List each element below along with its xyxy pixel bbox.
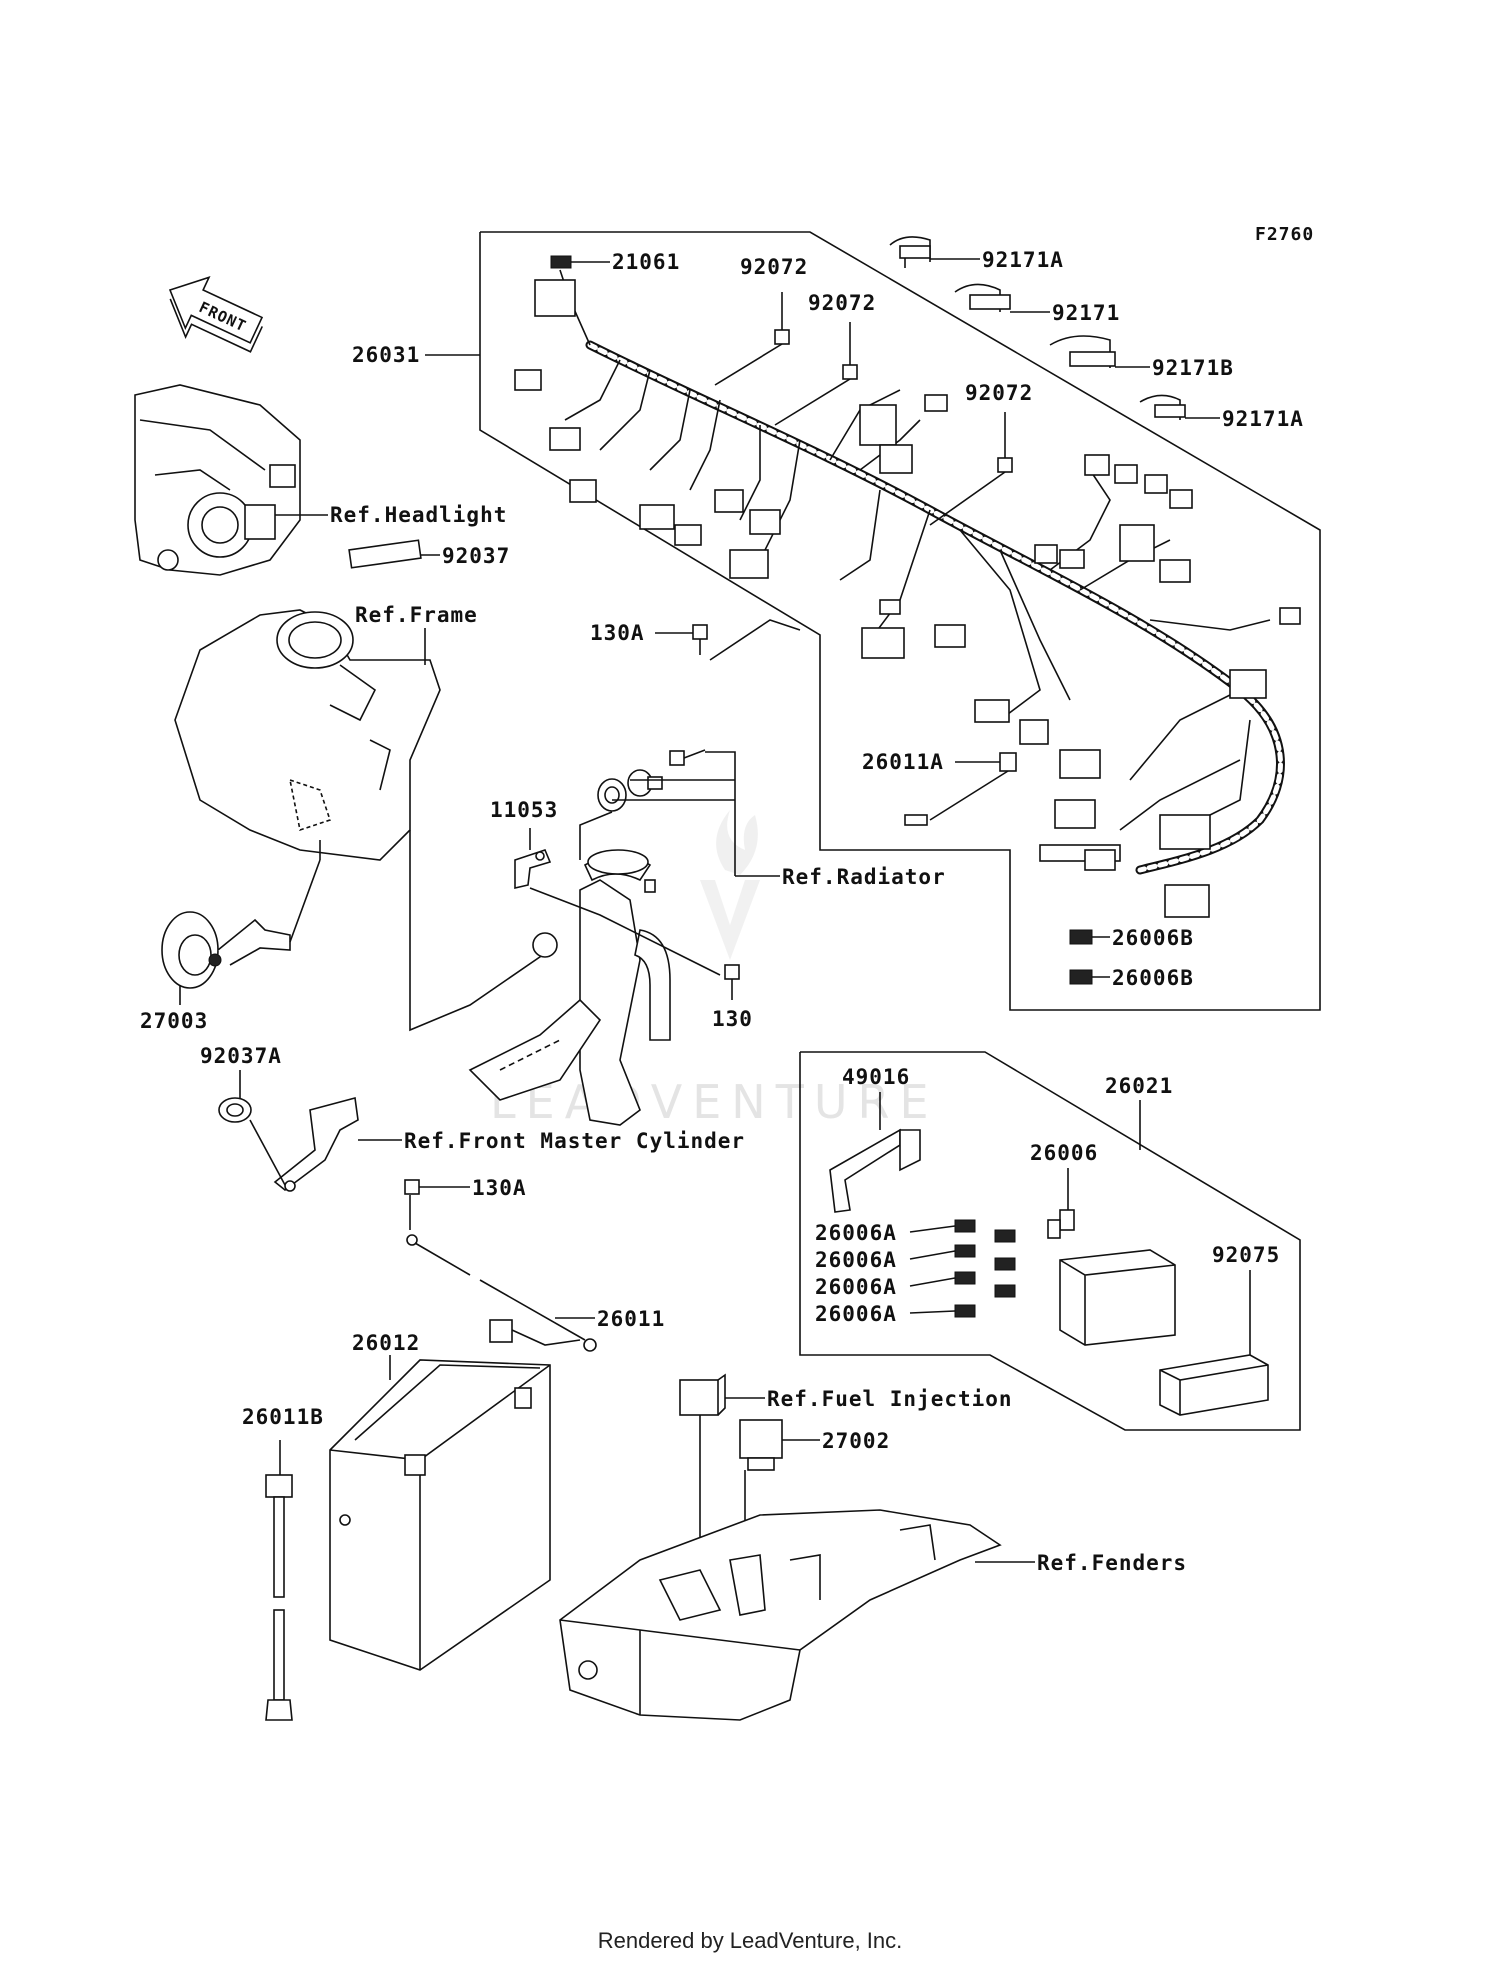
part-130a-bot	[404, 1179, 420, 1195]
part-130a-top	[692, 624, 708, 655]
part-92171a-top	[889, 236, 931, 268]
watermark-text: LEADVENTURE	[490, 1075, 939, 1129]
part-49016	[829, 1128, 921, 1213]
callout-92037: 92037	[442, 544, 510, 568]
part-130	[724, 964, 740, 980]
part-92171a-bot	[1139, 394, 1186, 420]
callout-21061: 21061	[612, 250, 680, 274]
callout-92171b: 92171B	[1152, 356, 1234, 380]
callout-130a-bot: 130A	[472, 1176, 527, 1200]
footer-credit: Rendered by LeadVenture, Inc.	[597, 1928, 903, 1953]
callout-ref-front-master-cylinder: Ref.Front Master Cylinder	[404, 1129, 745, 1153]
headlight-bracket-drawing	[134, 384, 301, 576]
part-92072-b	[774, 322, 858, 426]
part-92037	[348, 539, 422, 569]
figure-code: F2760	[1255, 224, 1314, 245]
part-26006a-fuses	[954, 1219, 1016, 1318]
fusebox-body	[1059, 1249, 1176, 1346]
callout-27003: 27003	[140, 1009, 208, 1033]
callout-26006b-2: 26006B	[1112, 966, 1194, 990]
part-26012-battery	[329, 1359, 551, 1671]
callout-26012: 26012	[352, 1331, 420, 1355]
part-21061	[550, 255, 572, 269]
front-master-cylinder-bracket	[249, 1096, 359, 1192]
callout-26006a-1: 26006A	[815, 1221, 897, 1245]
part-collar	[627, 769, 663, 797]
part-26006b-1	[1069, 929, 1093, 945]
main-wire-harness	[559, 269, 1285, 875]
callout-130: 130	[712, 1007, 753, 1031]
callout-26011a: 26011A	[862, 750, 944, 774]
part-11053	[514, 849, 552, 890]
part-26011a	[904, 752, 1017, 826]
callout-26011: 26011	[597, 1307, 665, 1331]
callout-26006a-4: 26006A	[815, 1302, 897, 1326]
callout-26006a-3: 26006A	[815, 1275, 897, 1299]
callout-11053: 11053	[490, 798, 558, 822]
callout-26021: 26021	[1105, 1074, 1173, 1098]
callout-ref-frame: Ref.Frame	[355, 603, 478, 627]
part-grommet	[597, 778, 627, 812]
harness-group-outline	[479, 231, 1321, 1011]
fenders-drawing	[559, 1509, 1002, 1721]
part-26006b-2	[1069, 969, 1093, 985]
fuel-injection-relay	[679, 1373, 726, 1416]
callout-92072-a: 92072	[740, 255, 808, 279]
frame-drawing	[174, 609, 441, 861]
harness-connectors	[514, 279, 1301, 918]
fusebox-group-outline	[799, 1051, 1301, 1431]
callout-92171a-top: 92171A	[982, 248, 1064, 272]
callout-ref-fenders: Ref.Fenders	[1037, 1551, 1187, 1575]
part-92072-a	[714, 292, 790, 386]
callout-130a-top: 130A	[590, 621, 645, 645]
part-26011b-strap	[265, 1474, 293, 1721]
callout-26031: 26031	[352, 343, 420, 367]
part-92037a	[218, 1097, 252, 1123]
part-92072-c	[929, 412, 1013, 526]
front-arrow-icon: FRONT	[168, 275, 264, 353]
callout-26006: 26006	[1030, 1141, 1098, 1165]
callout-92072-c: 92072	[965, 381, 1033, 405]
callout-27002: 27002	[822, 1429, 890, 1453]
callout-26011b: 26011B	[242, 1405, 324, 1429]
watermark-logo	[700, 810, 760, 960]
callout-ref-headlight: Ref.Headlight	[330, 503, 507, 527]
callout-26006b-1: 26006B	[1112, 926, 1194, 950]
callout-ref-radiator: Ref.Radiator	[782, 865, 946, 889]
part-bolt-radiator	[669, 749, 706, 766]
radiator-bracket-drawing	[468, 849, 671, 1126]
callout-92171a-bot: 92171A	[1222, 407, 1304, 431]
part-27002-relay	[739, 1419, 783, 1471]
part-27003-horn	[161, 840, 321, 989]
callout-92072-b: 92072	[808, 291, 876, 315]
part-92171b	[1049, 335, 1116, 368]
callout-92171: 92171	[1052, 301, 1120, 325]
callout-ref-fuel-injection: Ref.Fuel Injection	[767, 1387, 1013, 1411]
part-92171	[954, 283, 1011, 312]
part-26011	[406, 1234, 597, 1352]
callout-49016: 49016	[842, 1065, 910, 1089]
callout-92075: 92075	[1212, 1243, 1280, 1267]
part-92075-cover	[1159, 1354, 1269, 1416]
callout-92037a: 92037A	[200, 1044, 282, 1068]
callout-26006a-2: 26006A	[815, 1248, 897, 1272]
part-26006	[1047, 1209, 1075, 1239]
